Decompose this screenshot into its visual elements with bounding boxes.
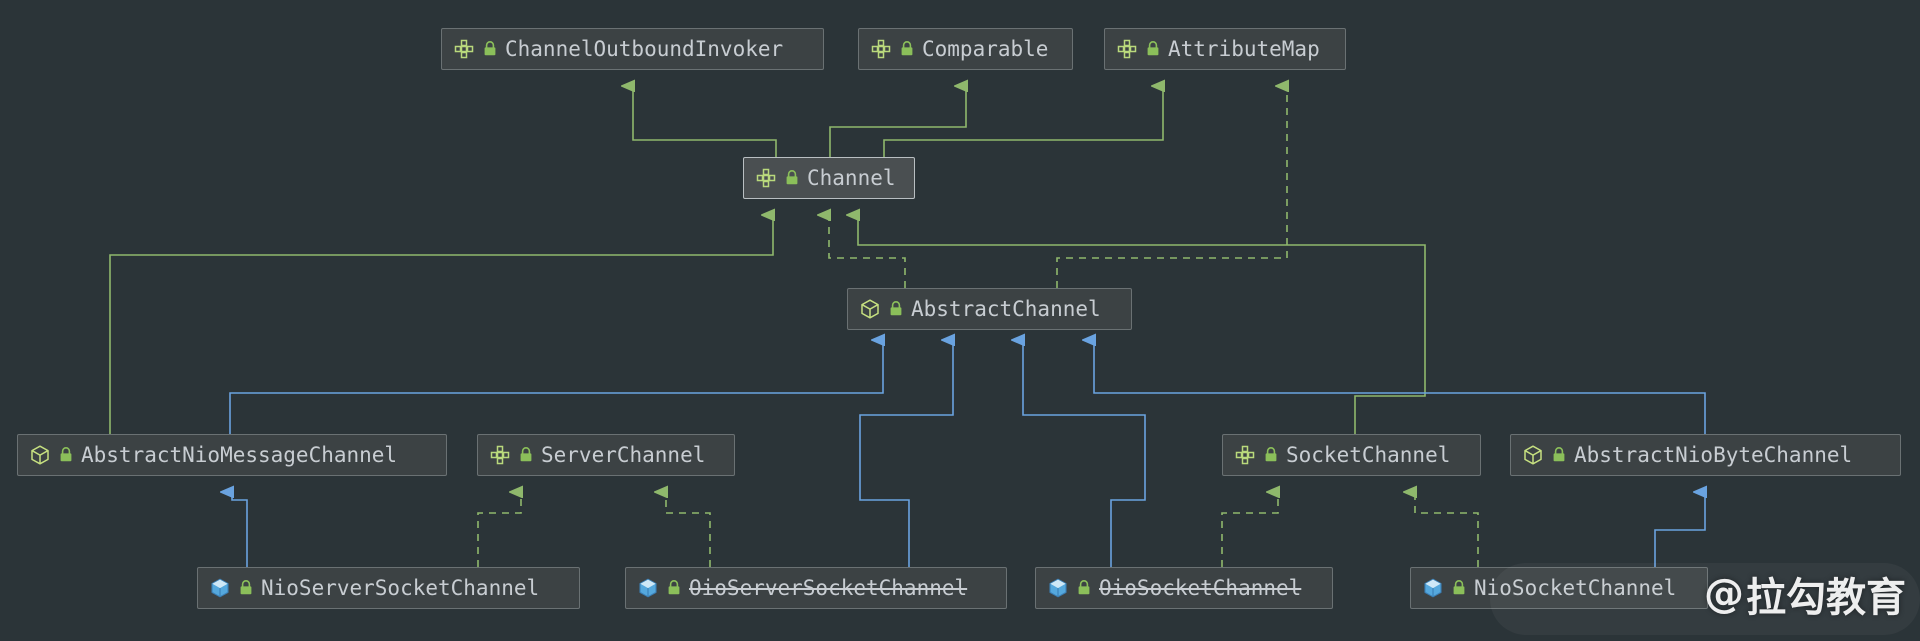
node-label: AbstractChannel	[911, 296, 1101, 321]
lock-icon	[1551, 446, 1567, 464]
edge-oiosocketchannel-to-abstractchannel	[1023, 340, 1146, 567]
node-oio-server-socket-channel[interactable]: OioServerSocketChannel	[625, 567, 1007, 609]
lock-icon	[784, 169, 800, 187]
edge-oioserversocketchannel-to-abstractchannel	[859, 340, 953, 567]
edge-abstractchannel-to-attributemap	[1056, 86, 1287, 288]
node-abstract-channel[interactable]: AbstractChannel	[847, 288, 1132, 330]
node-comparable[interactable]: Comparable	[858, 28, 1073, 70]
abstract-class-icon	[1522, 444, 1544, 466]
lock-icon	[482, 40, 498, 58]
node-abstract-nio-message-channel[interactable]: AbstractNioMessageChannel	[17, 434, 447, 476]
node-label: Comparable	[922, 36, 1049, 61]
edge-channel-to-channeloutboundinvoker	[633, 86, 777, 157]
abstract-class-icon	[859, 298, 881, 320]
node-channel-outbound-invoker[interactable]: ChannelOutboundInvoker	[441, 28, 824, 70]
node-label: OioServerSocketChannel	[689, 575, 968, 600]
edge-niosocketchannel-to-socketchannel	[1415, 492, 1479, 567]
watermark-at: @	[1704, 571, 1744, 617]
interface-icon	[755, 167, 777, 189]
edge-channel-to-attributemap	[883, 86, 1163, 157]
node-label: SocketChannel	[1286, 442, 1451, 467]
node-socket-channel[interactable]: SocketChannel	[1222, 434, 1481, 476]
node-nio-server-socket-channel[interactable]: NioServerSocketChannel	[197, 567, 580, 609]
lock-icon	[1076, 579, 1092, 597]
edge-channel-to-comparable	[829, 86, 966, 157]
edge-abstractniobytechannel-to-abstractchannel	[1094, 340, 1706, 434]
lock-icon	[899, 40, 915, 58]
node-label: AbstractNioMessageChannel	[81, 442, 398, 467]
edge-oioserversocketchannel-to-serverchannel	[666, 492, 711, 567]
lock-icon	[1145, 40, 1161, 58]
lock-icon	[666, 579, 682, 597]
lock-icon	[58, 446, 74, 464]
edge-abstractniomessagechannel-to-abstractchannel	[229, 340, 883, 434]
class-icon	[637, 577, 659, 599]
edge-nioserversocketchannel-to-abstractniomessagechannel	[232, 492, 248, 567]
node-abstract-nio-byte-channel[interactable]: AbstractNioByteChannel	[1510, 434, 1901, 476]
node-label: NioServerSocketChannel	[261, 575, 540, 600]
class-icon	[209, 577, 231, 599]
node-label: ServerChannel	[541, 442, 706, 467]
lock-icon	[1451, 579, 1467, 597]
lock-icon	[518, 446, 534, 464]
edge-abstractniomessagechannel-to-channel	[109, 215, 773, 434]
interface-icon	[489, 444, 511, 466]
abstract-class-icon	[29, 444, 51, 466]
class-icon	[1047, 577, 1069, 599]
node-server-channel[interactable]: ServerChannel	[477, 434, 735, 476]
node-label: OioSocketChannel	[1099, 575, 1302, 600]
edge-nioserversocketchannel-to-serverchannel	[477, 492, 521, 567]
interface-icon	[1234, 444, 1256, 466]
lock-icon	[238, 579, 254, 597]
watermark: @ 拉勾教育	[1704, 565, 1906, 623]
node-label: AttributeMap	[1168, 36, 1320, 61]
interface-icon	[1116, 38, 1138, 60]
edge-oiosocketchannel-to-socketchannel	[1221, 492, 1278, 567]
interface-icon	[453, 38, 475, 60]
node-attribute-map[interactable]: AttributeMap	[1104, 28, 1346, 70]
node-label: AbstractNioByteChannel	[1574, 442, 1853, 467]
node-label: ChannelOutboundInvoker	[505, 36, 784, 61]
lock-icon	[1263, 446, 1279, 464]
lock-icon	[888, 300, 904, 318]
edge-abstractchannel-to-channel	[829, 215, 906, 288]
node-label: NioSocketChannel	[1474, 575, 1677, 600]
edge-niosocketchannel-to-abstractniobytechannel	[1654, 492, 1705, 567]
watermark-text: 拉勾教育	[1746, 575, 1906, 621]
node-channel[interactable]: Channel	[743, 157, 915, 199]
interface-icon	[870, 38, 892, 60]
class-icon	[1422, 577, 1444, 599]
node-label: Channel	[807, 165, 896, 190]
node-nio-socket-channel[interactable]: NioSocketChannel	[1410, 567, 1708, 609]
node-oio-socket-channel[interactable]: OioSocketChannel	[1035, 567, 1333, 609]
